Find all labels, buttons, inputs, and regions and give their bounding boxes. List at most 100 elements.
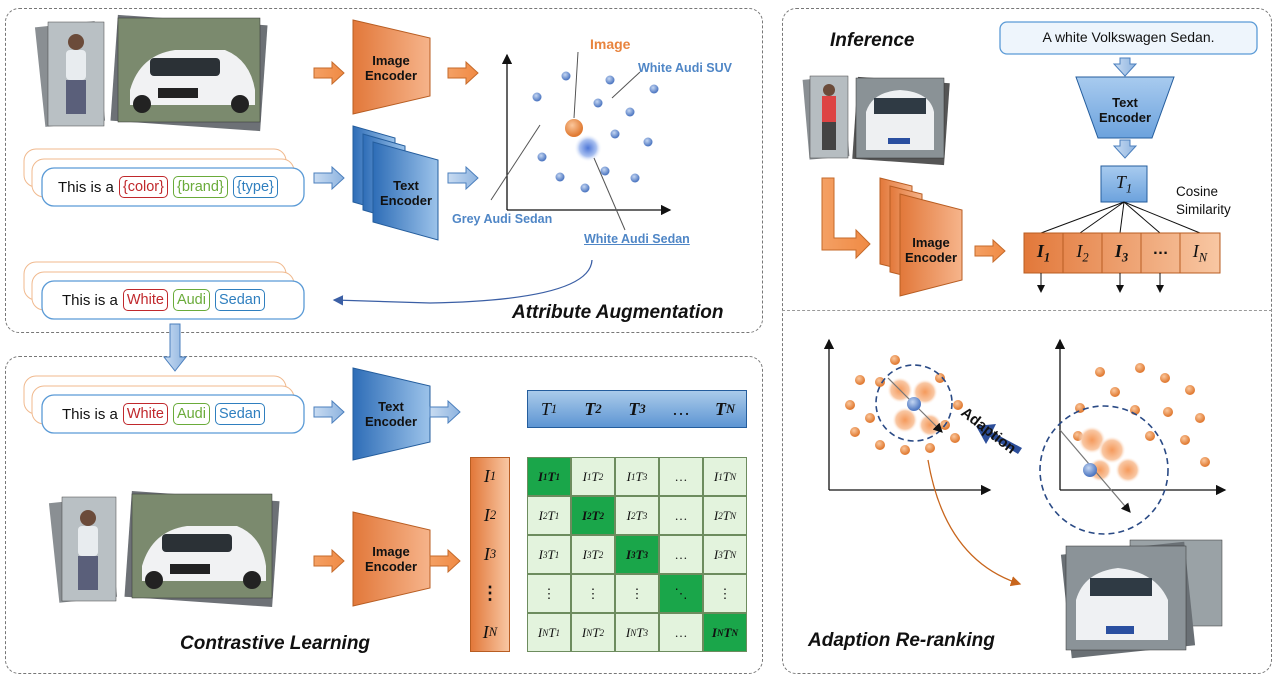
image-encoder-label-top: Image Encoder: [364, 53, 417, 83]
adaption-reranking-title: Adaption Re-ranking: [808, 630, 995, 651]
template-prompt-prefix: This is a: [58, 178, 114, 196]
grey-audi-sedan-label: Grey Audi Sedan: [452, 212, 553, 226]
arrow-to-image-features: [429, 548, 461, 574]
gallery-i1: I1: [1036, 241, 1051, 265]
template-prompt: This is a {color} {brand} {type}: [58, 176, 278, 198]
similarity-lines: [1040, 201, 1201, 234]
gallery-in: IN: [1192, 241, 1208, 265]
contrast-audi-chip: Audi: [172, 403, 210, 425]
inference-title: Inference: [830, 30, 915, 51]
arrow-from-text-encoder: [447, 165, 479, 191]
attribute-augmentation-panel: [5, 8, 763, 333]
text-encoder-label-contrastive: Text Encoder: [364, 399, 417, 429]
text-encoder-inference: [1075, 76, 1175, 139]
car-photo-contrastive: [124, 490, 280, 608]
image-encoder-contrastive: [352, 511, 431, 607]
query-box: [999, 21, 1258, 55]
rerank-result-arrow: [927, 459, 1022, 587]
image-encoder-label-contrastive: Image Encoder: [364, 544, 417, 574]
white-audi-suv-label: White Audi SUV: [638, 61, 732, 75]
filled-prompt-prefix: This is a: [62, 291, 118, 309]
rerank-plot-right: [1039, 338, 1227, 535]
white-audi-sedan-label: White Audi Sedan: [584, 232, 690, 246]
gallery-i2: I2: [1076, 241, 1089, 265]
audi-chip: Audi: [172, 289, 210, 311]
person-photo-contrastive: [48, 496, 118, 603]
template-prompt-stack: [23, 148, 305, 207]
contrast-sedan-chip: Sedan: [214, 403, 265, 425]
image-point-label: Image: [590, 36, 631, 52]
arrow-query-to-encoder: [1112, 57, 1138, 77]
color-slot-chip: {color}: [118, 176, 168, 198]
matrix-cell-3-4: …: [659, 535, 703, 574]
arrow-to-image-encoder-2: [313, 548, 345, 574]
text-encoder-label-inference: Text Encoder: [1098, 95, 1151, 125]
rerank-plot-left: [823, 338, 992, 496]
query-text: A white Volkswagen Sedan.: [1042, 29, 1215, 45]
inference-l-arrow: [821, 177, 871, 260]
arrow-to-text-encoder: [313, 165, 345, 191]
contrast-prompt-prefix: This is a: [62, 405, 118, 423]
inference-rerank-panel: [782, 8, 1272, 674]
t-header-dots: …: [672, 398, 690, 419]
arrow-to-contrastive: [162, 323, 188, 372]
sedan-chip: Sedan: [214, 289, 265, 311]
attribute-augmentation-title: Attribute Augmentation: [512, 302, 724, 323]
brand-slot-chip: {brand}: [172, 176, 228, 198]
matrix-cell-4-1: ⋮: [527, 574, 571, 613]
text-encoder-stack-top: [352, 125, 439, 241]
augmentation-return-arrow: [332, 259, 593, 306]
t1-label: T1: [1115, 172, 1133, 196]
contrastive-learning-panel: [5, 356, 763, 674]
text-encoder-contrastive: [352, 367, 431, 461]
person-photo-inference: [802, 75, 850, 160]
contrast-white-chip: White: [122, 403, 168, 425]
text-encoder-label-top: Text Encoder: [379, 178, 432, 208]
filled-prompt: This is a White Audi Sedan: [62, 289, 265, 311]
matrix-cell-4-5: ⋮: [703, 574, 747, 613]
t-header-row: [527, 390, 747, 428]
arrow-from-image-encoder: [447, 60, 479, 86]
contrast-prompt: This is a White Audi Sedan: [62, 403, 265, 425]
arrow-to-image-encoder: [313, 60, 345, 86]
i-header-col: [470, 457, 510, 652]
matrix-cell-2-4: …: [659, 496, 703, 535]
embedding-plot: [490, 51, 672, 231]
arrow-to-gallery: [974, 238, 1006, 264]
person-photo-top: [34, 21, 106, 127]
arrow-encoder-to-t1: [1112, 139, 1138, 159]
car-photo-inference: [852, 76, 950, 166]
image-encoder-top: [352, 19, 431, 115]
rank-down-arrows: [1037, 273, 1164, 293]
matrix-cell-4-4: ⋱: [659, 574, 703, 613]
cosine-similarity-label: Cosine Similarity: [1176, 184, 1231, 217]
matrix-cell-5-4: …: [659, 613, 703, 652]
arrow-to-text-features: [429, 399, 461, 425]
panel-divider: [782, 310, 1272, 311]
image-encoder-label-inference: Image Encoder: [904, 235, 957, 265]
arrow-to-text-encoder-2: [313, 399, 345, 425]
car-photo-top: [110, 14, 268, 132]
